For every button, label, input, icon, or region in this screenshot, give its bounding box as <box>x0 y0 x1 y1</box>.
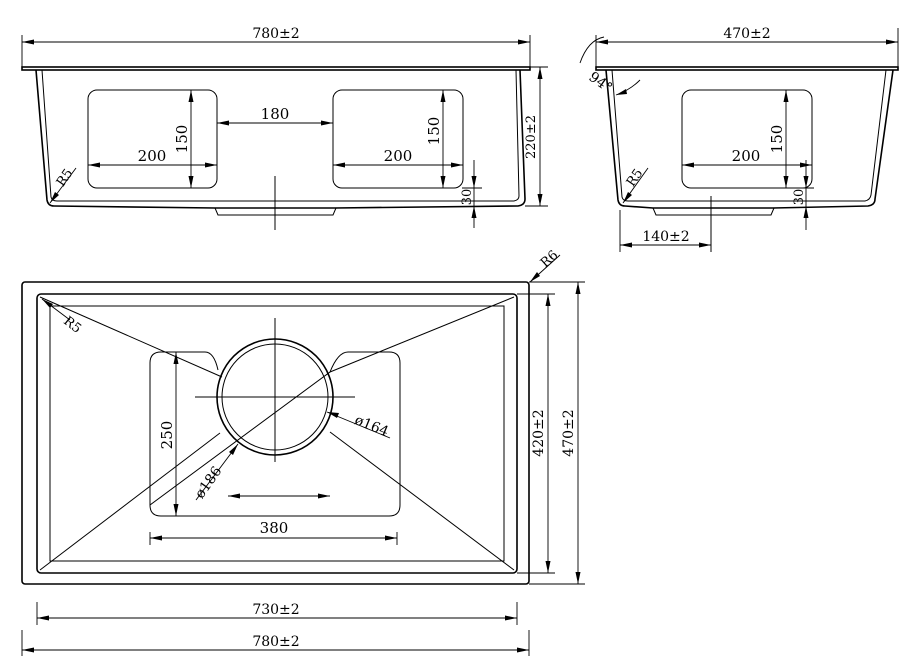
side-window-height-label: 150 <box>768 125 786 154</box>
gap-dim-label: 180 <box>261 105 290 123</box>
front-bottom-offset-label: 30 <box>460 189 475 206</box>
inner-depth-label: 420±2 <box>531 409 547 456</box>
side-view: 470±2 200 150 30 94° R5 <box>579 26 899 252</box>
flange-diameter-label: ø186 <box>192 464 225 502</box>
front-view: 780±2 180 200 150 200 1 <box>21 26 548 230</box>
front-body-outline <box>35 69 526 209</box>
outer-depth-label: 470±2 <box>561 409 577 456</box>
left-window-height-label: 150 <box>173 125 191 154</box>
top-bowl-rim <box>36 293 518 574</box>
top-cutout <box>149 351 401 517</box>
front-height-label: 220±2 <box>524 115 539 159</box>
right-window-width-label: 200 <box>384 147 413 165</box>
inner-corner-radius-label: R5 <box>60 314 83 337</box>
front-corner-radius-label: R5 <box>54 166 77 189</box>
top-outer-outline <box>21 281 530 585</box>
cutout-height-label: 250 <box>158 421 176 450</box>
outer-width-label: 780±2 <box>252 634 299 650</box>
side-drain-bottom <box>652 207 775 216</box>
drain-diameter-label: ø164 <box>352 412 391 440</box>
cutout-width-label: 380 <box>260 519 289 537</box>
side-corner-radius-label: R5 <box>624 166 647 189</box>
side-depth-label: 470±2 <box>723 26 770 42</box>
wall-angle-label: 94° <box>586 69 616 96</box>
inner-width-label: 730±2 <box>252 602 299 618</box>
outer-corner-radius-label: R6 <box>538 248 561 271</box>
left-window-width-label: 200 <box>138 147 167 165</box>
drain-offset-label: 140±2 <box>642 229 689 245</box>
front-right-window <box>332 89 464 189</box>
side-window-width-label: 200 <box>732 147 761 165</box>
front-flange <box>21 66 531 71</box>
side-bottom-offset-label: 30 <box>792 189 807 206</box>
top-bowl-floor <box>49 305 505 562</box>
front-left-window <box>87 89 218 189</box>
side-flange <box>595 66 899 71</box>
side-window <box>681 89 813 189</box>
side-body-outline <box>605 69 894 209</box>
top-view: ø164 ø186 250 380 R5 R6 <box>21 248 585 656</box>
right-window-height-label: 150 <box>425 117 443 146</box>
front-width-label: 780±2 <box>252 26 299 42</box>
